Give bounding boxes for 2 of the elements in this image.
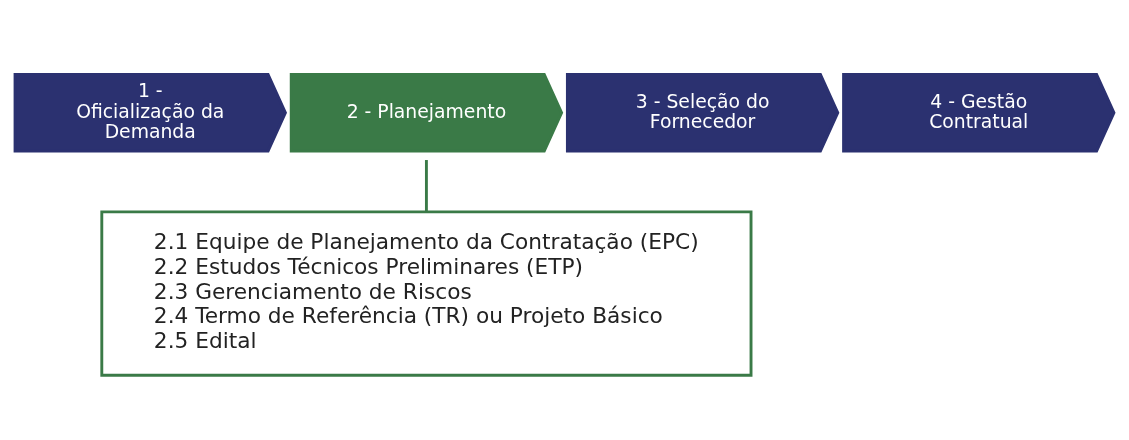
node-box: 2.1 Equipe de Planejamento da Contratação (EPC) 2.2 Estudos Técnicos Preliminares (ETP) 2.3 Gerenciamento de Riscos 2.4 Termo de Referência (TR) ou Projeto Básico 2.5 Edital	[100, 209, 753, 377]
connector	[424, 159, 428, 211]
